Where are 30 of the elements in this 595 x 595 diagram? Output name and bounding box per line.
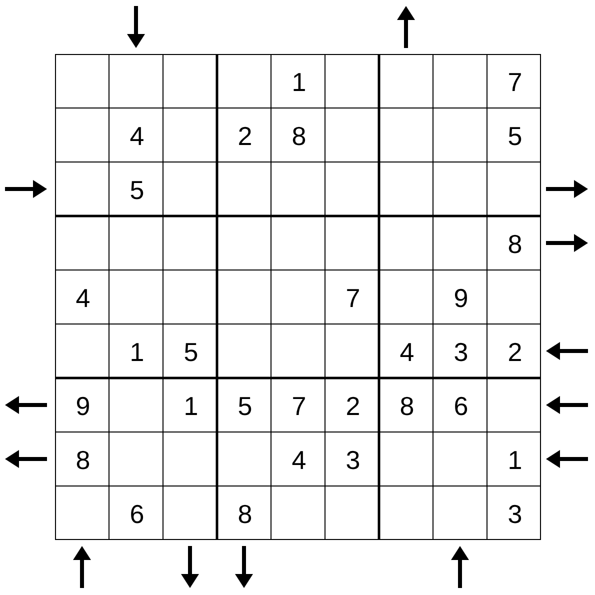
given-digit: 4 [400, 339, 414, 365]
given-digit: 5 [130, 177, 144, 203]
given-digit: 8 [238, 501, 252, 527]
given-digit: 5 [238, 393, 252, 419]
given-digit: 1 [184, 393, 198, 419]
given-digit: 2 [508, 339, 522, 365]
given-digit: 1 [292, 69, 306, 95]
given-digit: 8 [76, 447, 90, 473]
given-digit: 6 [454, 393, 468, 419]
given-digit: 8 [508, 231, 522, 257]
given-digit: 1 [130, 339, 144, 365]
given-digit: 7 [292, 393, 306, 419]
given-digit: 4 [130, 123, 144, 149]
given-digit: 9 [76, 393, 90, 419]
given-digit: 7 [346, 285, 360, 311]
given-digit: 3 [454, 339, 468, 365]
given-digit: 4 [76, 285, 90, 311]
given-digit: 6 [130, 501, 144, 527]
given-digit: 3 [346, 447, 360, 473]
given-digit: 8 [400, 393, 414, 419]
given-digit: 7 [508, 69, 522, 95]
given-digit: 2 [346, 393, 360, 419]
given-digit: 1 [508, 447, 522, 473]
given-digit: 9 [454, 285, 468, 311]
given-digit: 5 [184, 339, 198, 365]
given-digit: 5 [508, 123, 522, 149]
given-digit: 2 [238, 123, 252, 149]
given-digit: 4 [292, 447, 306, 473]
given-digit: 8 [292, 123, 306, 149]
given-digit: 3 [508, 501, 522, 527]
